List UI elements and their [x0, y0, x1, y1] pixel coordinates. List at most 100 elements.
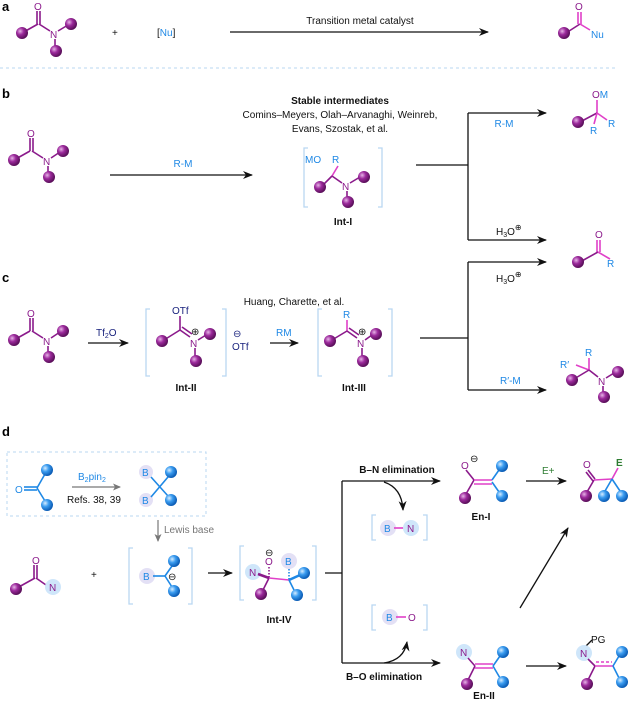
bo-byproduct-arrow [383, 641, 410, 664]
reagent-tf2o: Tf2O [96, 328, 117, 340]
catalyst-label: Transition metal catalyst [306, 16, 414, 27]
reagent-r-prime-m: R′-M [500, 376, 521, 387]
svg-text:O: O [265, 557, 273, 568]
ketone-product-continued: R [572, 251, 614, 270]
svg-text:R: R [343, 310, 350, 321]
enamine-en-ii: N [456, 644, 509, 690]
hydronium-label: H3O⊕ [496, 270, 522, 286]
ketone-product: O [595, 230, 603, 252]
reagent-rm-branch: R-M [495, 119, 514, 130]
svg-text:O: O [583, 460, 591, 471]
stable-intermediates-heading: Stable intermediates [291, 96, 389, 107]
svg-text:O: O [32, 556, 40, 567]
svg-text:O: O [575, 2, 583, 13]
int-iv-structure: ⊖ O N B [239, 545, 317, 601]
substituent-ball [50, 45, 62, 57]
svg-text:B: B [142, 468, 149, 479]
lewis-base-label: Lewis base [164, 525, 214, 536]
svg-text:B: B [142, 496, 149, 507]
protected-enamine: PG N [576, 635, 628, 690]
svg-text:N: N [598, 377, 605, 388]
svg-text:O: O [595, 230, 603, 241]
svg-text:O: O [408, 613, 416, 624]
boryl-carbanion: B ⊖ [128, 547, 193, 605]
bn-byproduct: B N [371, 514, 428, 541]
svg-text:N: N [460, 648, 467, 659]
svg-text:N: N [43, 157, 50, 168]
plus-sign: + [91, 570, 97, 581]
svg-text:PG: PG [591, 635, 606, 646]
substituent-ball [65, 18, 77, 30]
svg-text:⊖: ⊖ [168, 572, 176, 583]
alpha-functionalized-ketone: O E [580, 458, 628, 502]
nucleophile-label: [Nu] [157, 28, 176, 39]
reagent-rm: RM [276, 328, 292, 339]
reagent-b2pin2: B2pin2 [78, 472, 106, 484]
svg-text:⊕: ⊕ [191, 327, 199, 338]
substituent-ball [16, 27, 28, 39]
svg-text:OM: OM [592, 90, 608, 101]
svg-text:N: N [580, 649, 587, 660]
alkoxide-product: OM R R [572, 90, 615, 137]
references-line-2: Evans, Szostak, et al. [292, 124, 388, 135]
int-iii-structure: R N ⊕ [317, 308, 393, 377]
diboryl-product: B B [139, 465, 177, 507]
svg-text:B: B [285, 557, 292, 568]
bn-elimination-label: B–N elimination [359, 465, 435, 476]
svg-text:O: O [15, 485, 23, 496]
svg-text:O: O [27, 129, 35, 140]
plus-sign: + [112, 28, 118, 39]
counterion-charge: ⊖ [233, 329, 241, 340]
svg-text:N: N [249, 568, 256, 579]
svg-text:R′: R′ [560, 360, 569, 371]
amine-product: R R′ N [560, 348, 624, 403]
svg-text:R: R [332, 155, 339, 166]
svg-text:⊕: ⊕ [358, 327, 366, 338]
svg-text:B: B [386, 613, 393, 624]
bo-byproduct: B O [371, 604, 428, 631]
svg-text:N: N [190, 339, 197, 350]
atom-o: O [34, 2, 42, 13]
int-iii-label: Int-III [342, 383, 366, 394]
reagent-rm: R-M [174, 159, 193, 170]
svg-text:MO: MO [305, 155, 321, 166]
panel-d-label: d [2, 424, 10, 439]
diagonal-arrow [519, 527, 569, 609]
en-i-label: En-I [472, 512, 491, 523]
panel-b: b O N R-M Stable intermediates Comins–Me… [2, 86, 615, 252]
svg-text:OTf: OTf [172, 306, 189, 317]
counterion-otf: OTf [232, 342, 249, 353]
enolate-en-i: O ⊖ [459, 454, 508, 504]
svg-text:R: R [585, 348, 592, 359]
svg-text:O: O [461, 461, 469, 472]
bo-elimination-label: B–O elimination [346, 672, 422, 683]
bn-byproduct-arrow [383, 481, 407, 511]
svg-text:R: R [590, 126, 597, 137]
svg-text:E: E [616, 458, 623, 469]
svg-text:R: R [608, 119, 615, 130]
svg-text:⊖: ⊖ [470, 454, 478, 465]
panel-d: d O B2pin2 Refs. 38, 39 B B Lewis base [2, 424, 628, 701]
int-iv-label: Int-IV [267, 615, 292, 626]
int-ii-label: Int-II [175, 383, 196, 394]
amide-structure: O N [8, 309, 69, 363]
references-c: Huang, Charette, et al. [244, 297, 345, 308]
atom-n: N [50, 30, 57, 41]
int-ii-structure: OTf N ⊕ [145, 306, 227, 377]
svg-text:R: R [607, 259, 614, 270]
int-i-structure: MO R N [303, 147, 383, 208]
amide-structure: O N [8, 129, 69, 183]
panel-a: a O N + [Nu] Transition metal catalyst O… [2, 0, 604, 57]
svg-text:O: O [27, 309, 35, 320]
svg-text:B: B [384, 524, 391, 535]
ketone-blue: O [15, 464, 53, 511]
svg-text:Nu: Nu [591, 30, 604, 41]
references-line-1: Comins–Meyers, Olah–Arvanaghi, Weinreb, [243, 110, 438, 121]
svg-text:⊖: ⊖ [265, 548, 273, 559]
en-ii-label: En-II [473, 691, 495, 701]
svg-text:N: N [407, 524, 414, 535]
svg-text:N: N [43, 337, 50, 348]
int-i-label: Int-I [334, 217, 353, 228]
hydronium-label: H3O⊕ [496, 223, 522, 239]
